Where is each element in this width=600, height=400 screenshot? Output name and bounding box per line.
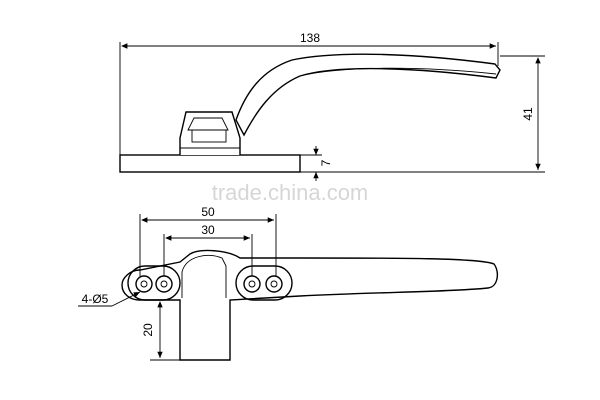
dim-label-stem-length: 20 <box>141 323 155 337</box>
handle-hub <box>179 111 241 155</box>
handle-lever <box>235 53 501 137</box>
handle-body-top <box>121 249 499 361</box>
right-screw-boss <box>235 265 293 301</box>
side-view: 138 41 7 <box>119 31 545 181</box>
dim-label-overall-length: 138 <box>300 31 320 45</box>
base-plate <box>119 154 301 173</box>
dim-label-screw-holes: 4-Ø5 <box>82 292 109 306</box>
dim-label-overall-height: 41 <box>521 107 535 121</box>
watermark: trade.china.com <box>212 180 369 205</box>
screw-hole <box>265 275 283 293</box>
dim-label-base-thickness: 7 <box>319 159 333 166</box>
top-view: 50 30 4-Ø5 20 <box>78 205 499 361</box>
screw-hole <box>135 275 153 293</box>
dim-label-hole-spacing-outer: 50 <box>201 205 215 219</box>
dim-label-hole-spacing-inner: 30 <box>201 223 215 237</box>
